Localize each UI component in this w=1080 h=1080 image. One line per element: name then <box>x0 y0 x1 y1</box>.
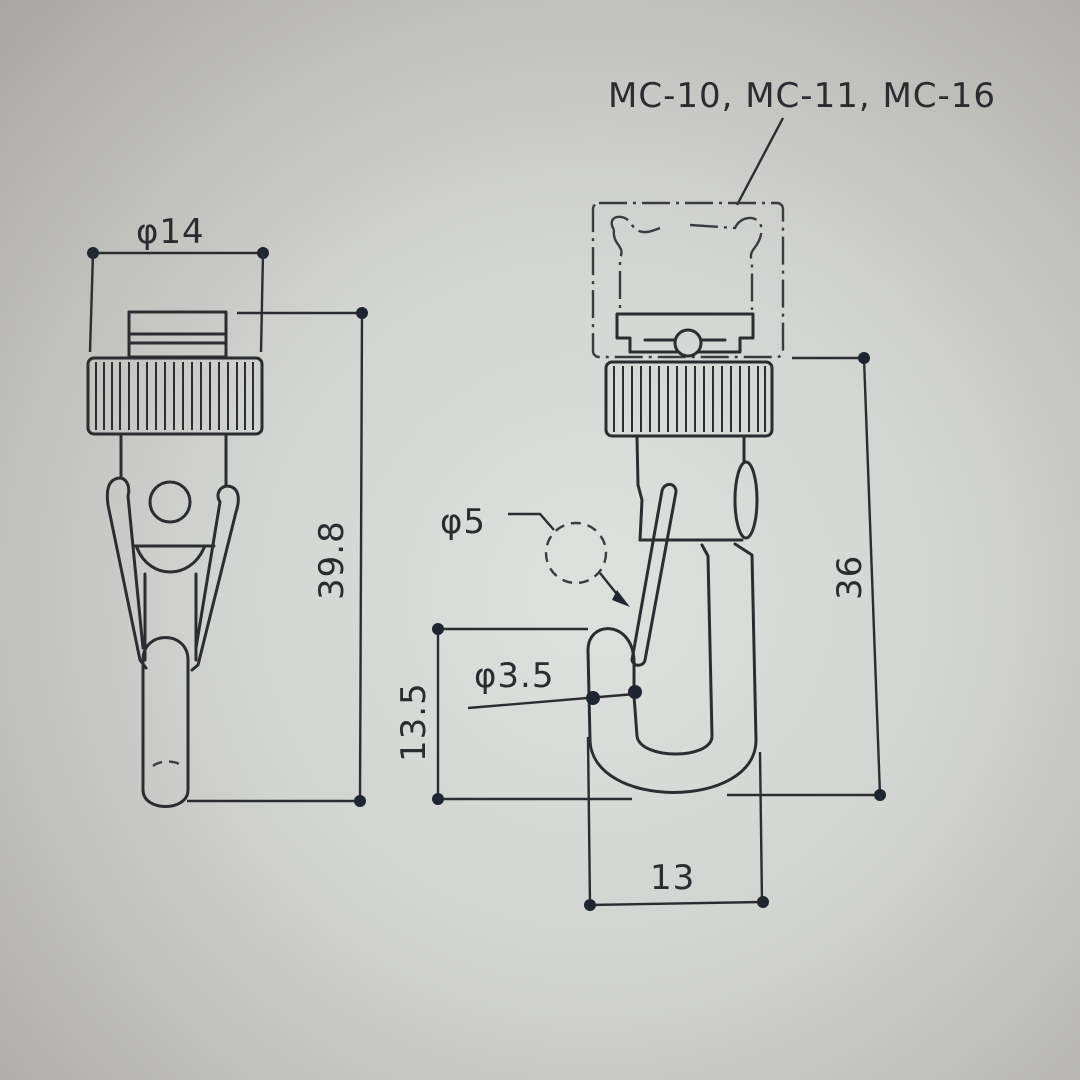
dim-wire-diameter: φ3.5 <box>474 656 555 696</box>
callout-label: MC-10, MC-11, MC-16 <box>608 76 997 116</box>
dim-overall-height: 39.8 <box>312 520 352 600</box>
dim-hook-width: 13 <box>650 858 696 898</box>
dim-nut-diameter: φ14 <box>136 212 205 252</box>
left-view <box>86 247 368 808</box>
dim-height-below-rail: 36 <box>830 554 870 600</box>
dim-gate-opening: φ5 <box>440 502 487 542</box>
dim-hook-height: 13.5 <box>394 682 434 762</box>
knurl-lines-right <box>613 366 766 432</box>
knurl-lines-left <box>95 362 254 430</box>
right-view <box>432 117 886 911</box>
